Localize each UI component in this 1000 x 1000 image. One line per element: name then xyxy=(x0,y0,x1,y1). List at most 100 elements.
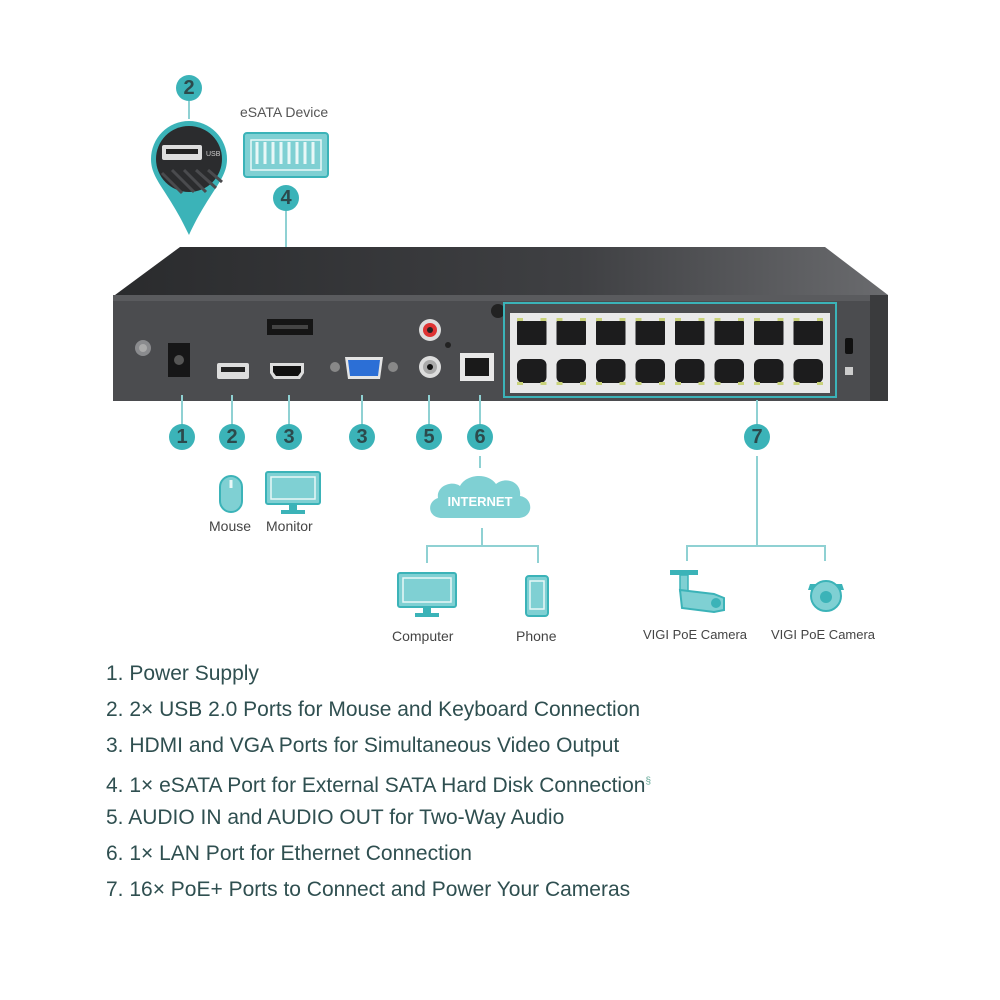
port-led xyxy=(556,318,563,321)
port-led xyxy=(817,318,823,321)
monitor-label: Monitor xyxy=(266,518,313,534)
poe-port xyxy=(596,359,626,383)
connector-line xyxy=(426,545,428,563)
port-led xyxy=(714,382,721,385)
port-led xyxy=(596,382,602,385)
port-led xyxy=(635,318,642,321)
connector-line xyxy=(756,400,758,425)
connector-line xyxy=(479,456,481,468)
port-led xyxy=(738,318,744,321)
poe-port xyxy=(793,321,823,345)
feature-item: 2. 2× USB 2.0 Ports for Mouse and Keyboa… xyxy=(106,698,641,721)
port-led xyxy=(556,382,563,385)
port-led xyxy=(777,318,784,321)
feature-item: 6. 1× LAN Port for Ethernet Connection xyxy=(106,842,472,865)
badge-hdmi: 3 xyxy=(276,424,302,450)
bullet-camera-icon xyxy=(670,570,725,614)
poe-port xyxy=(793,359,823,383)
connector-line xyxy=(686,545,688,561)
port-led xyxy=(777,382,784,385)
connector-line xyxy=(756,456,758,546)
phone-label: Phone xyxy=(516,628,557,644)
port-led xyxy=(738,382,744,385)
connector-line xyxy=(288,395,290,425)
connector-line xyxy=(188,101,190,119)
port-led xyxy=(540,382,547,385)
connector-line xyxy=(231,395,233,425)
poe-port xyxy=(517,321,547,345)
mouse-label: Mouse xyxy=(209,518,252,534)
port-led xyxy=(675,382,681,385)
poe-port xyxy=(754,321,784,345)
monitor-icon xyxy=(265,471,321,514)
feature-item: 7. 16× PoE+ Ports to Connect and Power Y… xyxy=(106,878,631,901)
ground-screw-icon xyxy=(135,340,151,356)
turret-camera-icon xyxy=(808,580,844,612)
port-led xyxy=(540,318,547,321)
connector-line xyxy=(426,545,539,547)
port-led xyxy=(619,318,626,321)
nvr-device xyxy=(113,247,888,401)
badge-poe: 7 xyxy=(744,424,770,450)
port-led xyxy=(698,318,705,321)
port-led xyxy=(754,382,760,385)
computer-label: Computer xyxy=(392,628,454,644)
port-led xyxy=(517,318,523,321)
poe-port xyxy=(675,321,705,345)
phone-icon xyxy=(525,575,549,617)
badge-usb: 2 xyxy=(219,424,245,450)
port-led xyxy=(754,318,760,321)
poe-port xyxy=(714,321,744,345)
port-led xyxy=(580,382,586,385)
feature-item: 3. HDMI and VGA Ports for Simultaneous V… xyxy=(106,734,620,757)
connector-line xyxy=(428,395,430,425)
connector-line xyxy=(537,545,539,563)
poe-port xyxy=(675,359,705,383)
port-led xyxy=(714,318,721,321)
esata-device-icon xyxy=(243,132,329,178)
poe-port-grid xyxy=(510,313,830,393)
poe-port xyxy=(556,321,586,345)
badge-usb-zoom: 2 xyxy=(176,75,202,101)
poe-port xyxy=(635,321,665,345)
connector-line xyxy=(686,545,826,547)
poe-port xyxy=(556,359,586,383)
turret-camera-label: VIGI PoE Camera xyxy=(771,627,876,642)
feature-item: 4. 1× eSATA Port for External SATA Hard … xyxy=(106,774,651,797)
connector-line xyxy=(824,545,826,561)
port-led xyxy=(675,318,681,321)
connector-line xyxy=(481,528,483,546)
feature-item: 5. AUDIO IN and AUDIO OUT for Two-Way Au… xyxy=(106,806,565,829)
port-led xyxy=(659,318,665,321)
port-led xyxy=(635,382,642,385)
poe-port xyxy=(754,359,784,383)
feature-list: 1. Power Supply 2. 2× USB 2.0 Ports for … xyxy=(106,656,651,908)
connector-line xyxy=(479,395,481,425)
feature-item: 1. Power Supply xyxy=(106,662,259,685)
badge-esata: 4 xyxy=(273,185,299,211)
esata-device-label: eSATA Device xyxy=(240,104,329,120)
port-led xyxy=(517,382,523,385)
port-led xyxy=(619,382,626,385)
badge-vga: 3 xyxy=(349,424,375,450)
usb-zoom-callout: USB xyxy=(151,121,227,235)
computer-icon xyxy=(397,572,457,617)
usb-zoom-label: USB xyxy=(206,151,221,158)
badge-lan: 6 xyxy=(467,424,493,450)
port-led xyxy=(596,318,602,321)
port-led xyxy=(793,318,800,321)
poe-port xyxy=(517,359,547,383)
poe-port xyxy=(714,359,744,383)
connector-line xyxy=(361,395,363,425)
bullet-camera-label: VIGI PoE Camera xyxy=(643,627,748,642)
mouse-icon xyxy=(219,475,243,513)
internet-label: INTERNET xyxy=(448,494,513,509)
internet-cloud-icon: INTERNET xyxy=(430,475,531,518)
footnote-marker: § xyxy=(645,776,651,787)
poe-port xyxy=(635,359,665,383)
badge-audio: 5 xyxy=(416,424,442,450)
poe-port xyxy=(596,321,626,345)
port-led xyxy=(817,382,823,385)
port-led xyxy=(580,318,586,321)
connector-line xyxy=(181,395,183,425)
